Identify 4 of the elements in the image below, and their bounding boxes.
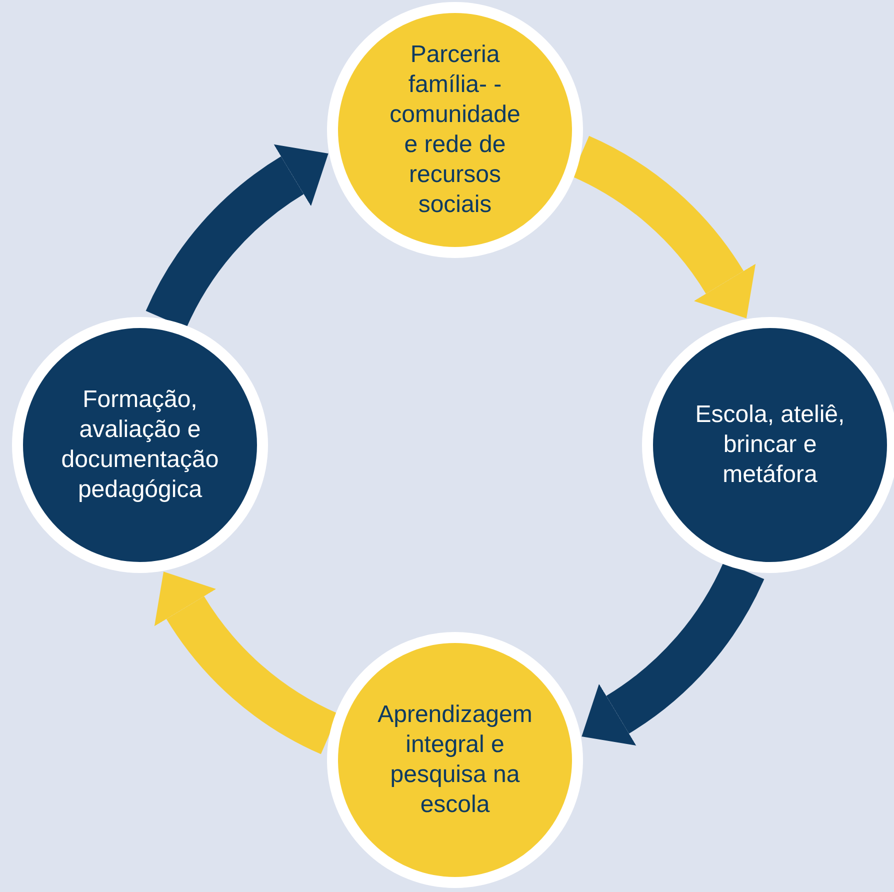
node-text: Escola, ateliê, brincar e metáfora	[694, 400, 846, 490]
node-text: Parceria família- -comunidade e rede de recursos sociais	[388, 40, 522, 220]
node-text: Formação, avaliação e documentação pedagógica	[60, 385, 220, 505]
node-text: Aprendizagem integral e pesquisa na escola	[376, 700, 534, 820]
